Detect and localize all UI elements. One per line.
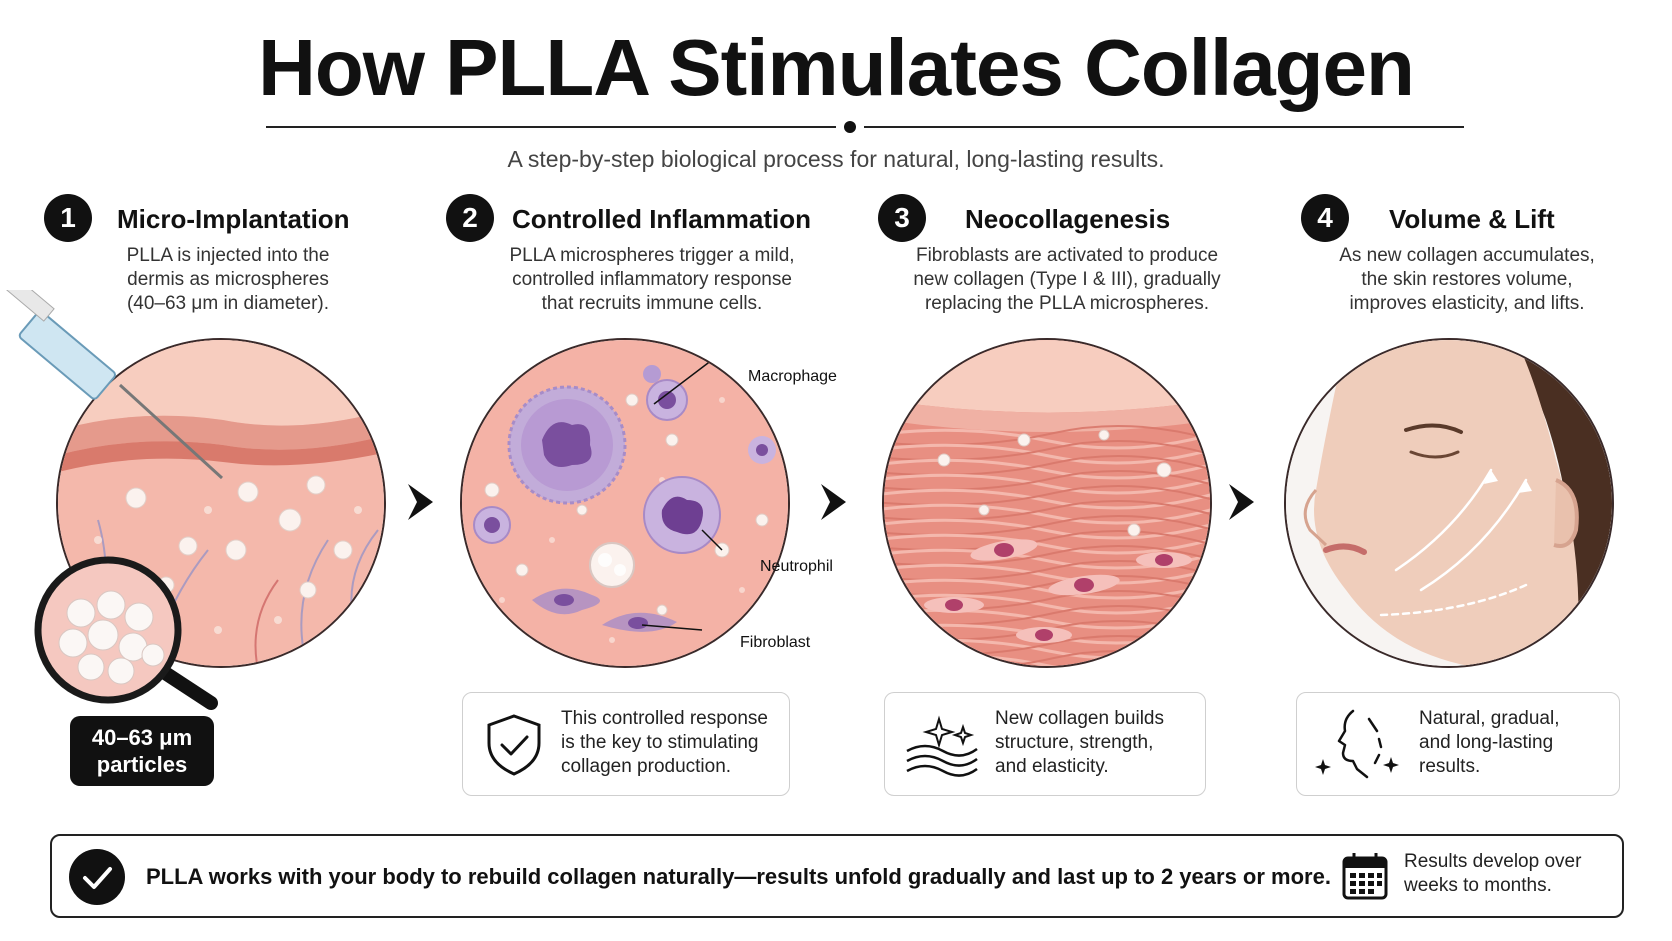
step-3-info-card: New collagen builds structure, strength,… <box>884 692 1206 796</box>
page-subtitle: A step-by-step biological process for na… <box>507 146 1165 172</box>
label-macrophage: Macrophage <box>748 368 837 385</box>
step-2-illustration <box>460 338 790 668</box>
arrow-right-icon <box>1229 484 1254 520</box>
sparkle-waves-icon <box>906 715 978 777</box>
step-2-description: PLLA microspheres trigger a mild, contro… <box>509 245 795 314</box>
check-circle-icon <box>69 849 125 905</box>
magnifier-icon <box>34 556 218 710</box>
step-3-description: Fibroblasts are activated to produce new… <box>913 245 1221 314</box>
step-2-title: Controlled Inflammation <box>512 204 811 234</box>
particle-size-badge: 40–63 μm particles <box>70 716 214 786</box>
step-1-description: PLLA is injected into the dermis as micr… <box>126 245 330 314</box>
step-2-number: 2 <box>446 194 494 242</box>
title-divider-dot <box>844 121 856 133</box>
summary-footer: PLLA works with your body to rebuild col… <box>50 834 1624 918</box>
calendar-icon <box>1342 853 1388 900</box>
step-1-illustration <box>56 338 386 668</box>
label-neutrophil: Neutrophil <box>760 558 833 575</box>
step-4-number: 4 <box>1301 194 1349 242</box>
step-4-info-card: Natural, gradual, and long-lasting resul… <box>1296 692 1620 796</box>
arrow-right-icon <box>821 484 846 520</box>
step-4-description: As new collagen accumulates, the skin re… <box>1339 245 1595 314</box>
step-1-title: Micro-Implantation <box>117 204 350 234</box>
step-4-title: Volume & Lift <box>1389 204 1555 234</box>
page-title: How PLLA Stimulates Collagen <box>258 23 1415 112</box>
step-1-number: 1 <box>44 194 92 242</box>
face-profile-icon <box>1315 709 1399 779</box>
step-3-illustration <box>882 338 1212 668</box>
step-2-info-card: This controlled response is the key to s… <box>462 692 790 796</box>
step-4-illustration <box>1284 338 1614 668</box>
arrow-right-icon <box>408 484 433 520</box>
title-divider-left <box>266 126 836 128</box>
footer-summary-text: PLLA works with your body to rebuild col… <box>146 864 1331 889</box>
label-fibroblast: Fibroblast <box>740 634 811 651</box>
step-3-number: 3 <box>878 194 926 242</box>
step-3-title: Neocollagenesis <box>965 204 1171 234</box>
shield-check-icon <box>487 714 541 776</box>
title-divider-right <box>864 126 1464 128</box>
syringe-icon <box>0 290 224 480</box>
footer-timeline-text: Results develop over weeks to months. <box>1404 851 1582 896</box>
